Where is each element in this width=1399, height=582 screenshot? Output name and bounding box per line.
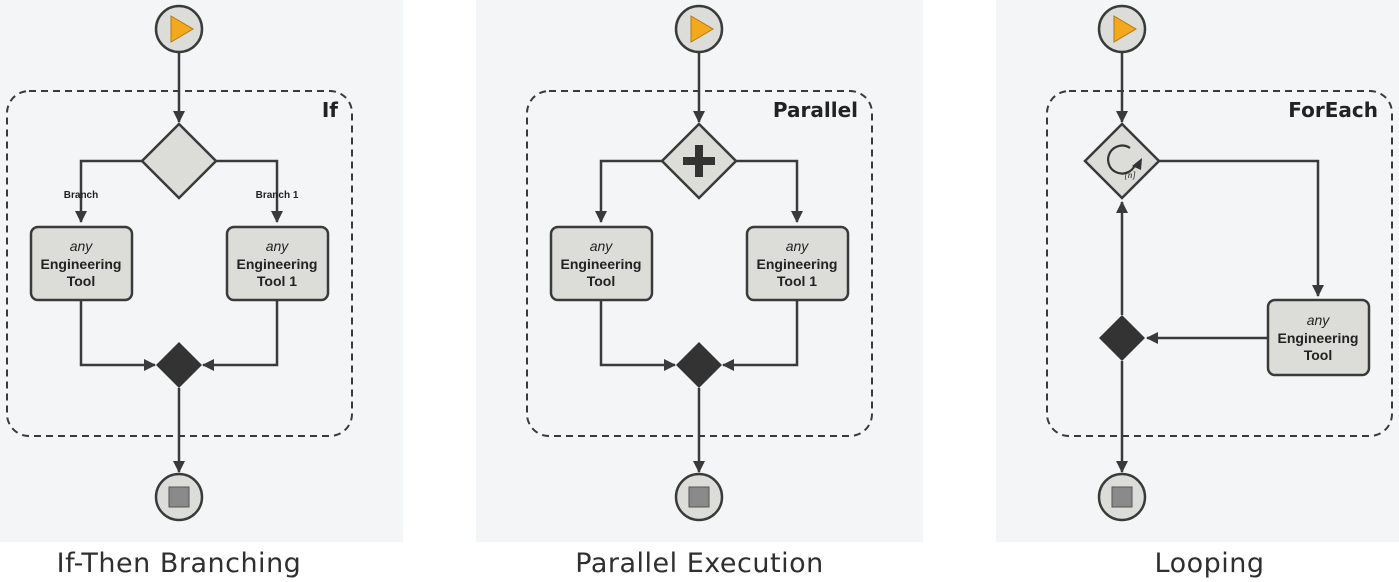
svg-text:any: any — [590, 238, 614, 254]
start-node — [154, 4, 204, 54]
stop-square-icon — [168, 486, 190, 508]
foreach-group-boundary — [1046, 90, 1393, 437]
start-node — [1097, 4, 1147, 54]
svg-text:Tool 1: Tool 1 — [257, 273, 297, 289]
caption-if-then-branching: If-Then Branching — [56, 548, 302, 579]
plus-icon — [683, 145, 715, 177]
if-decision-node — [140, 122, 218, 200]
merge-node — [156, 342, 202, 388]
start-node — [674, 4, 724, 54]
loop-gateway-node: [n] — [1083, 122, 1161, 200]
foreach-group-label: ForEach — [1288, 98, 1378, 122]
workflow-diagrams: If Branch Branch 1 any Engineering Tool … — [6, 4, 1393, 522]
loop-count-marker: [n] — [1124, 170, 1136, 180]
branch-label-right: Branch 1 — [256, 190, 299, 201]
end-node — [674, 472, 724, 522]
play-triangle-icon — [170, 15, 194, 43]
branch-label-left: Branch — [64, 190, 98, 201]
svg-text:Engineering: Engineering — [237, 256, 318, 272]
engineering-tool-1-node: any Engineering Tool 1 — [225, 225, 330, 302]
engineering-tool-node: any Engineering Tool — [29, 225, 134, 302]
svg-text:Engineering: Engineering — [41, 256, 122, 272]
svg-text:any: any — [1307, 312, 1331, 328]
engineering-tool-node: any Engineering Tool — [549, 225, 654, 302]
svg-text:any: any — [70, 238, 94, 254]
play-triangle-icon — [690, 15, 714, 43]
parallel-gateway-node — [660, 122, 738, 200]
panel-looping — [996, 0, 1399, 542]
svg-text:Engineering: Engineering — [561, 256, 642, 272]
svg-text:Tool: Tool — [587, 273, 616, 289]
circular-arrow-icon — [1107, 144, 1137, 175]
svg-text:any: any — [786, 238, 810, 254]
svg-text:Tool 1: Tool 1 — [777, 273, 817, 289]
end-node — [154, 472, 204, 522]
foreach-diagram: ForEach [n] any Engineering Tool — [1046, 4, 1393, 522]
svg-text:Tool: Tool — [67, 273, 96, 289]
svg-text:Tool: Tool — [1304, 347, 1333, 363]
if-then-diagram: If Branch Branch 1 any Engineering Tool … — [6, 4, 353, 522]
parallel-group-label: Parallel — [773, 98, 858, 122]
engineering-tool-node: any Engineering Tool — [1266, 298, 1371, 377]
caption-looping: Looping — [1154, 548, 1265, 579]
parallel-diagram: Parallel any Engineering Tool any Engine… — [526, 4, 873, 522]
svg-text:any: any — [266, 238, 290, 254]
merge-node — [1099, 315, 1145, 361]
end-node — [1097, 472, 1147, 522]
svg-text:Engineering: Engineering — [1278, 330, 1359, 346]
engineering-tool-1-node: any Engineering Tool 1 — [745, 225, 850, 302]
merge-node — [676, 342, 722, 388]
svg-text:Engineering: Engineering — [757, 256, 838, 272]
caption-parallel-execution: Parallel Execution — [575, 548, 824, 579]
if-group-label: If — [322, 98, 338, 122]
stop-square-icon — [688, 486, 710, 508]
stop-square-icon — [1111, 486, 1133, 508]
play-triangle-icon — [1113, 15, 1137, 43]
